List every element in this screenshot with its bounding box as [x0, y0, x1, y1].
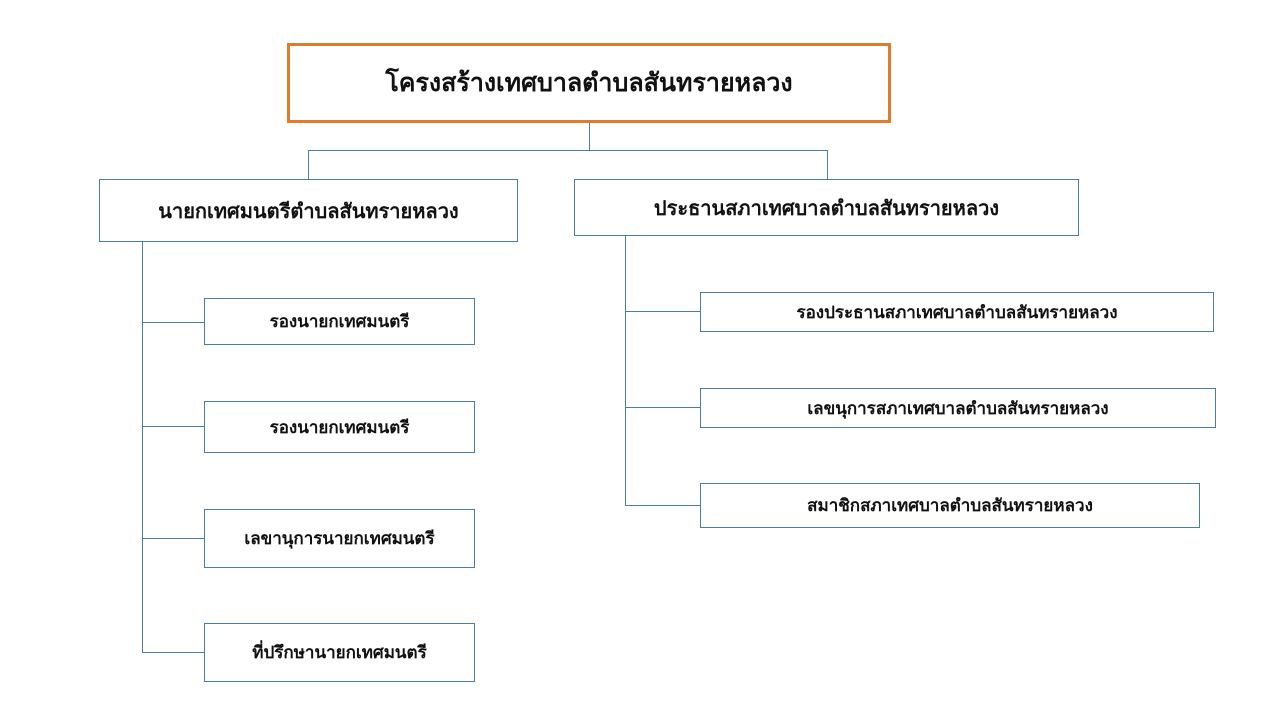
connector-right-spine [625, 235, 626, 506]
org-chart-title: โครงสร้างเทศบาลตำบลสันทรายหลวง [287, 43, 891, 123]
connector-right-head-drop [827, 150, 828, 180]
deputy-mayor-box-2: รองนายกเทศมนตรี [204, 401, 475, 453]
connector-left-head-drop [308, 150, 309, 180]
connector-right-child-2 [625, 407, 701, 408]
connector-left-child-2 [142, 426, 205, 427]
council-member-box: สมาชิกสภาเทศบาลตำบลสันทรายหลวง [700, 483, 1200, 528]
connector-left-child-4 [142, 652, 205, 653]
mayor-secretary-box: เลขานุการนายกเทศมนตรี [204, 509, 475, 568]
mayor-box: นายกเทศมนตรีตำบลสันทรายหลวง [99, 179, 518, 242]
connector-top-branch [308, 150, 828, 151]
connector-left-child-1 [142, 322, 205, 323]
connector-left-spine [142, 242, 143, 653]
mayor-advisor-box: ที่ปรึกษานายกเทศมนตรี [204, 623, 475, 682]
connector-right-child-3 [625, 505, 701, 506]
connector-title-down [589, 122, 590, 151]
connector-right-child-1 [625, 311, 701, 312]
connector-left-child-3 [142, 538, 205, 539]
council-president-box: ประธานสภาเทศบาลตำบลสันทรายหลวง [574, 179, 1079, 236]
council-secretary-box: เลขนุการสภาเทศบาลตำบลสันทรายหลวง [700, 388, 1216, 428]
deputy-mayor-box-1: รองนายกเทศมนตรี [204, 298, 475, 345]
council-vice-president-box: รองประธานสภาเทศบาลตำบลสันทรายหลวง [700, 292, 1214, 332]
